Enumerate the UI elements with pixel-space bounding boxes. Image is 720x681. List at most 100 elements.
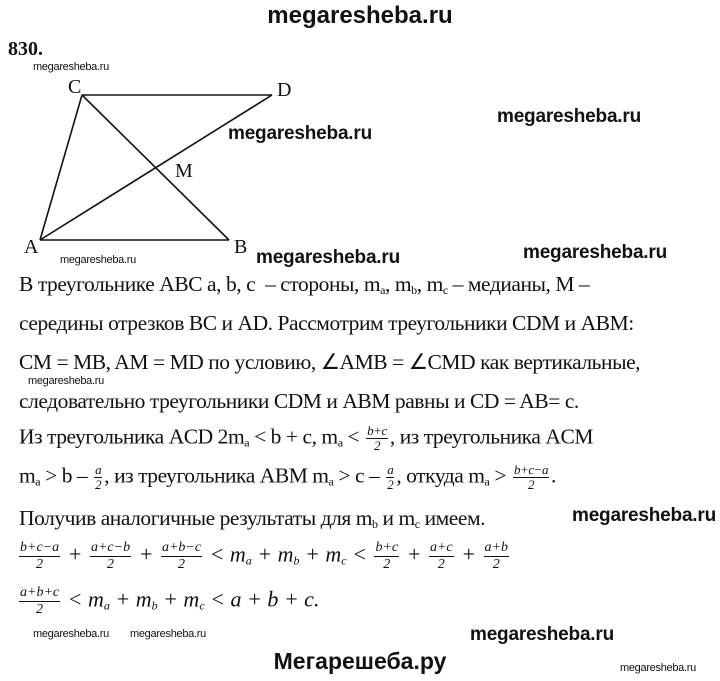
watermark: megaresheba.ru (470, 624, 614, 645)
text-segment: + m (109, 586, 152, 612)
text-segment: середины отрезков BC и AD. Рассмотрим тр… (19, 311, 634, 335)
fraction-numerator: b+c (366, 423, 388, 439)
watermark: megaresheba.ru (497, 106, 641, 127)
text-segment: < b + c, m (249, 424, 338, 449)
text-line: Из треугольника ACD 2ma < b + c, ma < b+… (19, 424, 593, 453)
fraction-numerator: a (386, 462, 395, 478)
subscript: a (35, 474, 41, 489)
fraction-denominator: 2 (107, 557, 115, 572)
text-segment: > c – (333, 463, 385, 488)
watermark: megaresheba.ru (572, 505, 716, 526)
text-segment: имеем. (419, 506, 486, 530)
fraction-denominator: 2 (373, 438, 381, 453)
text-segment: , m (385, 272, 412, 296)
text-segment: – медианы, M – (447, 272, 590, 296)
text-segment: > b – (40, 463, 93, 488)
problem-number: 830. (8, 38, 43, 60)
fraction-numerator: a (94, 462, 103, 478)
site-footer[interactable]: Мегарешеба.ру (273, 648, 447, 674)
fraction-denominator: 2 (383, 557, 391, 572)
subscript: a (337, 435, 343, 450)
text-segment: + (133, 541, 159, 567)
watermark: megaresheba.ru (60, 254, 136, 266)
text-segment: + m (251, 541, 294, 567)
segment-ad (39, 94, 273, 241)
subscript: c (414, 517, 420, 531)
watermark: megaresheba.ru (523, 242, 667, 263)
text-segment: и m (377, 506, 416, 530)
watermark: megaresheba.ru (33, 628, 109, 640)
fraction-numerator: a+c (428, 540, 454, 557)
text-line: середины отрезков BC и AD. Рассмотрим тр… (19, 311, 634, 335)
text-segment: < (346, 541, 373, 567)
fraction-denominator: 2 (36, 602, 44, 617)
text-segment: , из треугольника ACM (389, 424, 594, 449)
text-segment: следовательно треугольники CDM и ABM рав… (19, 389, 579, 413)
text-segment: , из треугольника ABM m (104, 463, 329, 488)
subscript: a (245, 553, 252, 568)
watermark: megaresheba.ru (33, 61, 109, 73)
subscript: b (411, 283, 417, 297)
text-segment: , откуда m (396, 463, 485, 488)
subscript: a (328, 474, 334, 489)
text-segment: + (62, 541, 88, 567)
watermark: megaresheba.ru (620, 662, 696, 674)
text-segment: . (551, 463, 556, 488)
fraction-denominator: 2 (492, 557, 500, 572)
label-m: M (175, 160, 193, 182)
text-segment: + m (299, 541, 342, 567)
fraction-numerator: a+b (483, 540, 509, 557)
subscript: c (199, 598, 205, 613)
text-segment: Из треугольника ACD 2m (19, 424, 245, 449)
text-segment: + m (157, 586, 200, 612)
watermark: megaresheba.ru (256, 247, 400, 268)
subscript: c (341, 553, 347, 568)
fraction-numerator: a+b+c (19, 585, 61, 602)
subscript: b (372, 517, 378, 531)
text-segment: CM = MB, AM = MD по условию, ∠AMB = ∠CMD… (19, 350, 641, 374)
fraction-denominator: 2 (36, 557, 44, 572)
subscript: b (293, 553, 300, 568)
segment-ac (39, 94, 83, 241)
fraction-denominator: 2 (95, 477, 102, 492)
text-line: В треугольнике ABC a, b, c – стороны, ma… (19, 272, 590, 297)
fraction-numerator: a+c−b (89, 540, 132, 557)
text-segment: < (342, 424, 365, 449)
text-segment: < m (204, 541, 246, 567)
text-segment: > (489, 463, 511, 488)
subscript: c (442, 283, 448, 297)
fraction-denominator: 2 (527, 477, 535, 492)
fraction-denominator: 2 (177, 557, 185, 572)
text-segment: m (19, 463, 36, 488)
label-a: A (24, 236, 39, 258)
site-header[interactable]: megaresheba.ru (267, 2, 453, 29)
text-segment: В треугольнике ABC a, b, c – стороны, m (19, 272, 381, 296)
label-b: B (234, 236, 248, 258)
text-line: следовательно треугольники CDM и ABM рав… (19, 389, 579, 413)
subscript: a (380, 283, 386, 297)
watermark: megaresheba.ru (28, 375, 104, 387)
text-line: Получив аналогичные результаты для mb и … (19, 506, 486, 531)
fraction-numerator: b+c−a (512, 462, 550, 478)
subscript: b (151, 598, 158, 613)
text-segment: < m (62, 586, 104, 612)
text-segment: + (401, 541, 427, 567)
subscript: a (103, 598, 110, 613)
subscript: a (244, 435, 250, 450)
label-c: C (68, 76, 82, 98)
text-segment: Получив аналогичные результаты для m (19, 506, 373, 530)
